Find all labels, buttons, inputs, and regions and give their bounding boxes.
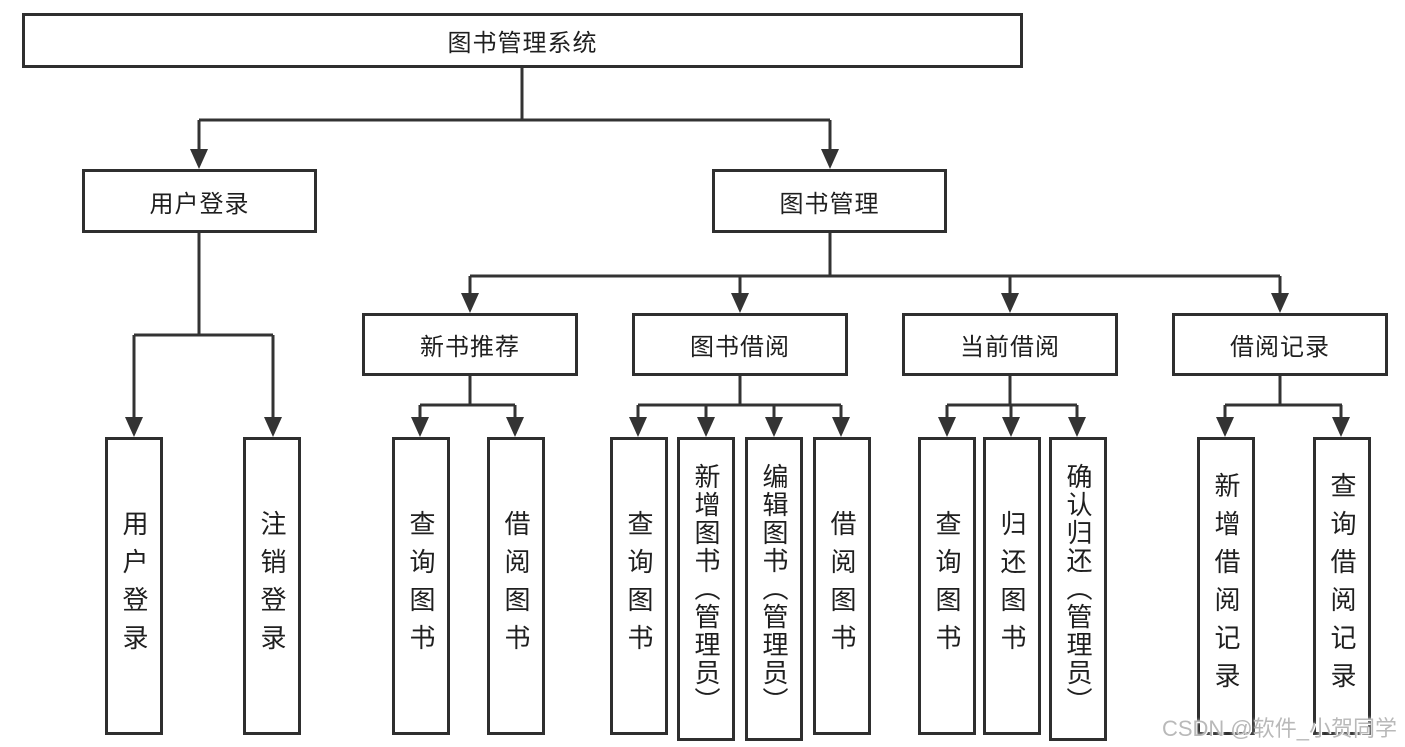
node-user-login: 用户登录 xyxy=(82,169,317,233)
leaf-login-logout: 注销登录 xyxy=(243,437,301,735)
leaf-borrow-add-book-admin: 新增图书（管理员） xyxy=(677,437,735,741)
leaf-borrow-borrow-book-label: 借阅图书 xyxy=(827,510,857,662)
node-book-management-label: 图书管理 xyxy=(779,190,880,218)
node-book-borrow: 图书借阅 xyxy=(632,313,848,376)
node-current-borrow: 当前借阅 xyxy=(902,313,1118,376)
node-book-management: 图书管理 xyxy=(712,169,947,233)
arrowheads xyxy=(125,149,1350,437)
node-new-book-recommend-label: 新书推荐 xyxy=(420,334,520,361)
node-root: 图书管理系统 xyxy=(22,13,1023,68)
leaf-current-query-book-label: 查询图书 xyxy=(932,510,962,662)
leaf-borrow-edit-book-admin: 编辑图书（管理员） xyxy=(745,437,803,741)
leaf-login-user-login: 用户登录 xyxy=(105,437,163,735)
leaf-current-confirm-return-admin-label: 确认归还（管理员） xyxy=(1063,463,1093,715)
node-user-login-label: 用户登录 xyxy=(149,190,250,218)
leaf-records-query-record: 查询借阅记录 xyxy=(1313,437,1371,735)
watermark: CSDN @软件_小贺同学 xyxy=(1161,716,1397,741)
leaf-records-query-record-label: 查询借阅记录 xyxy=(1327,472,1357,700)
leaf-newbook-query-book: 查询图书 xyxy=(392,437,450,735)
leaf-current-return-book-label: 归还图书 xyxy=(997,510,1027,662)
leaf-newbook-query-book-label: 查询图书 xyxy=(406,510,436,662)
leaf-login-user-login-label: 用户登录 xyxy=(119,510,149,662)
leaf-borrow-query-book-label: 查询图书 xyxy=(624,510,654,662)
node-new-book-recommend: 新书推荐 xyxy=(362,313,578,376)
leaf-borrow-edit-book-admin-label: 编辑图书（管理员） xyxy=(759,463,789,715)
node-borrow-records-label: 借阅记录 xyxy=(1230,334,1330,361)
leaf-records-add-record: 新增借阅记录 xyxy=(1197,437,1255,735)
node-borrow-records: 借阅记录 xyxy=(1172,313,1388,376)
leaf-login-logout-label: 注销登录 xyxy=(257,510,287,662)
leaf-newbook-borrow-book-label: 借阅图书 xyxy=(501,510,531,662)
leaf-borrow-query-book: 查询图书 xyxy=(610,437,668,735)
node-root-label: 图书管理系统 xyxy=(447,30,598,57)
leaf-borrow-add-book-admin-label: 新增图书（管理员） xyxy=(691,463,721,715)
node-book-borrow-label: 图书借阅 xyxy=(690,334,790,361)
leaf-current-return-book: 归还图书 xyxy=(983,437,1041,735)
leaf-current-query-book: 查询图书 xyxy=(918,437,976,735)
leaf-newbook-borrow-book: 借阅图书 xyxy=(487,437,545,735)
leaf-borrow-borrow-book: 借阅图书 xyxy=(813,437,871,735)
leaf-records-add-record-label: 新增借阅记录 xyxy=(1211,472,1241,700)
leaf-current-confirm-return-admin: 确认归还（管理员） xyxy=(1049,437,1107,741)
node-current-borrow-label: 当前借阅 xyxy=(960,334,1060,361)
